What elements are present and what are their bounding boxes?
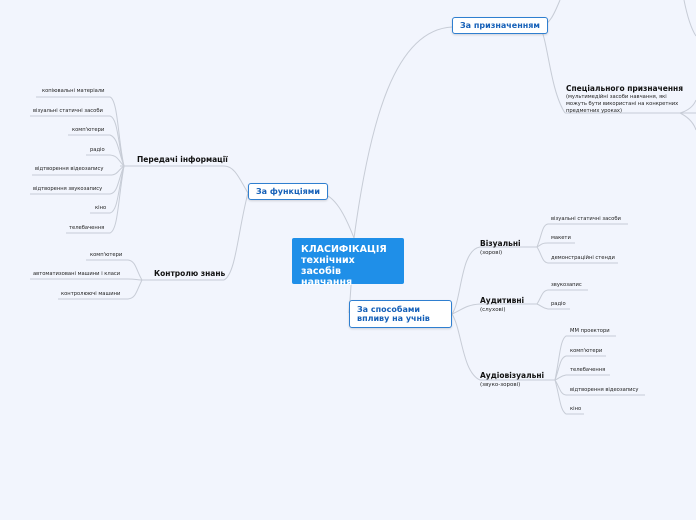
leaf-audio[interactable]: радіо — [551, 301, 566, 307]
visual-title: Візуальні — [480, 239, 521, 248]
leaf-transfer[interactable]: відтворення відеозапису — [35, 166, 104, 172]
leaf-visual[interactable]: демонстраційні стенди — [551, 255, 615, 261]
leaf-control[interactable]: автоматизовані машини і класи — [33, 271, 121, 277]
branch-functions[interactable]: За функціями — [248, 183, 328, 200]
leaf-transfer[interactable]: телебачення — [69, 225, 105, 231]
audio-sub: (слухові) — [480, 307, 506, 313]
leaf-audiovisual[interactable]: відтворення відеозапису — [570, 387, 639, 393]
link-purpose-special — [539, 26, 566, 114]
audiovisual-title: Аудіовізуальні — [480, 371, 545, 380]
leaf-transfer[interactable]: копіювальні матеріали — [42, 88, 105, 94]
audio-title: Аудитивні — [480, 296, 525, 305]
link-special-out1 — [679, 99, 696, 114]
link-impact-audio — [451, 303, 481, 315]
link-top-right — [683, 0, 696, 37]
root-node[interactable]: КЛАСИФІКАЦІЯ технічних засобів навчання — [292, 238, 404, 288]
link-root-purpose — [353, 26, 453, 239]
leaf-visual[interactable]: візуальні статичні засоби — [551, 216, 621, 222]
node-info-transfer[interactable]: Передачі інформації — [137, 155, 228, 164]
branch-purpose[interactable]: За призначенням — [452, 17, 548, 34]
node-special-purpose[interactable]: Спеціального призначення (мультимедійні … — [566, 84, 696, 115]
leaf-audiovisual[interactable]: комп'ютери — [570, 348, 603, 354]
leaf-transfer[interactable]: відтворення звукозапису — [33, 186, 103, 192]
link-functions-transfer — [223, 165, 249, 194]
visual-sub: (зорові) — [480, 250, 503, 256]
node-visual[interactable]: Візуальні (зорові) — [480, 231, 521, 256]
audiovisual-sub: (звуко-зорові) — [480, 382, 521, 388]
leaf-visual[interactable]: макети — [551, 235, 571, 241]
leaf-transfer[interactable]: радіо — [90, 147, 105, 153]
leaf-control[interactable]: контролюючі машини — [61, 291, 121, 297]
leaf-transfer[interactable]: комп'ютери — [72, 127, 105, 133]
leaf-audio[interactable]: звукозапис — [551, 282, 582, 288]
leaf-audiovisual[interactable]: кіно — [570, 406, 582, 412]
leaf-audiovisual[interactable]: телебачення — [570, 367, 606, 373]
branch-impact[interactable]: За способами впливу на учнів — [349, 300, 452, 328]
node-audio[interactable]: Аудитивні (слухові) — [480, 288, 524, 313]
link-special-out2 — [679, 112, 696, 131]
leaf-transfer[interactable]: кіно — [95, 205, 107, 211]
link-functions-control — [223, 192, 249, 281]
leaf-audiovisual[interactable]: ММ проектори — [570, 328, 610, 334]
leaf-control[interactable]: комп'ютери — [90, 252, 123, 258]
node-audiovisual[interactable]: Аудіовізуальні (звуко-зорові) — [480, 363, 544, 388]
leaf-transfer[interactable]: візуальні статичні засоби — [33, 108, 103, 114]
link-impact-visual — [451, 246, 481, 315]
special-purpose-desc: (мультимедійні засоби навчання, які можу… — [566, 94, 679, 114]
special-purpose-title: Спеціального призначення — [566, 84, 684, 93]
link-impact-audiovisual — [451, 313, 481, 381]
node-knowledge-control[interactable]: Контролю знань — [154, 269, 226, 278]
